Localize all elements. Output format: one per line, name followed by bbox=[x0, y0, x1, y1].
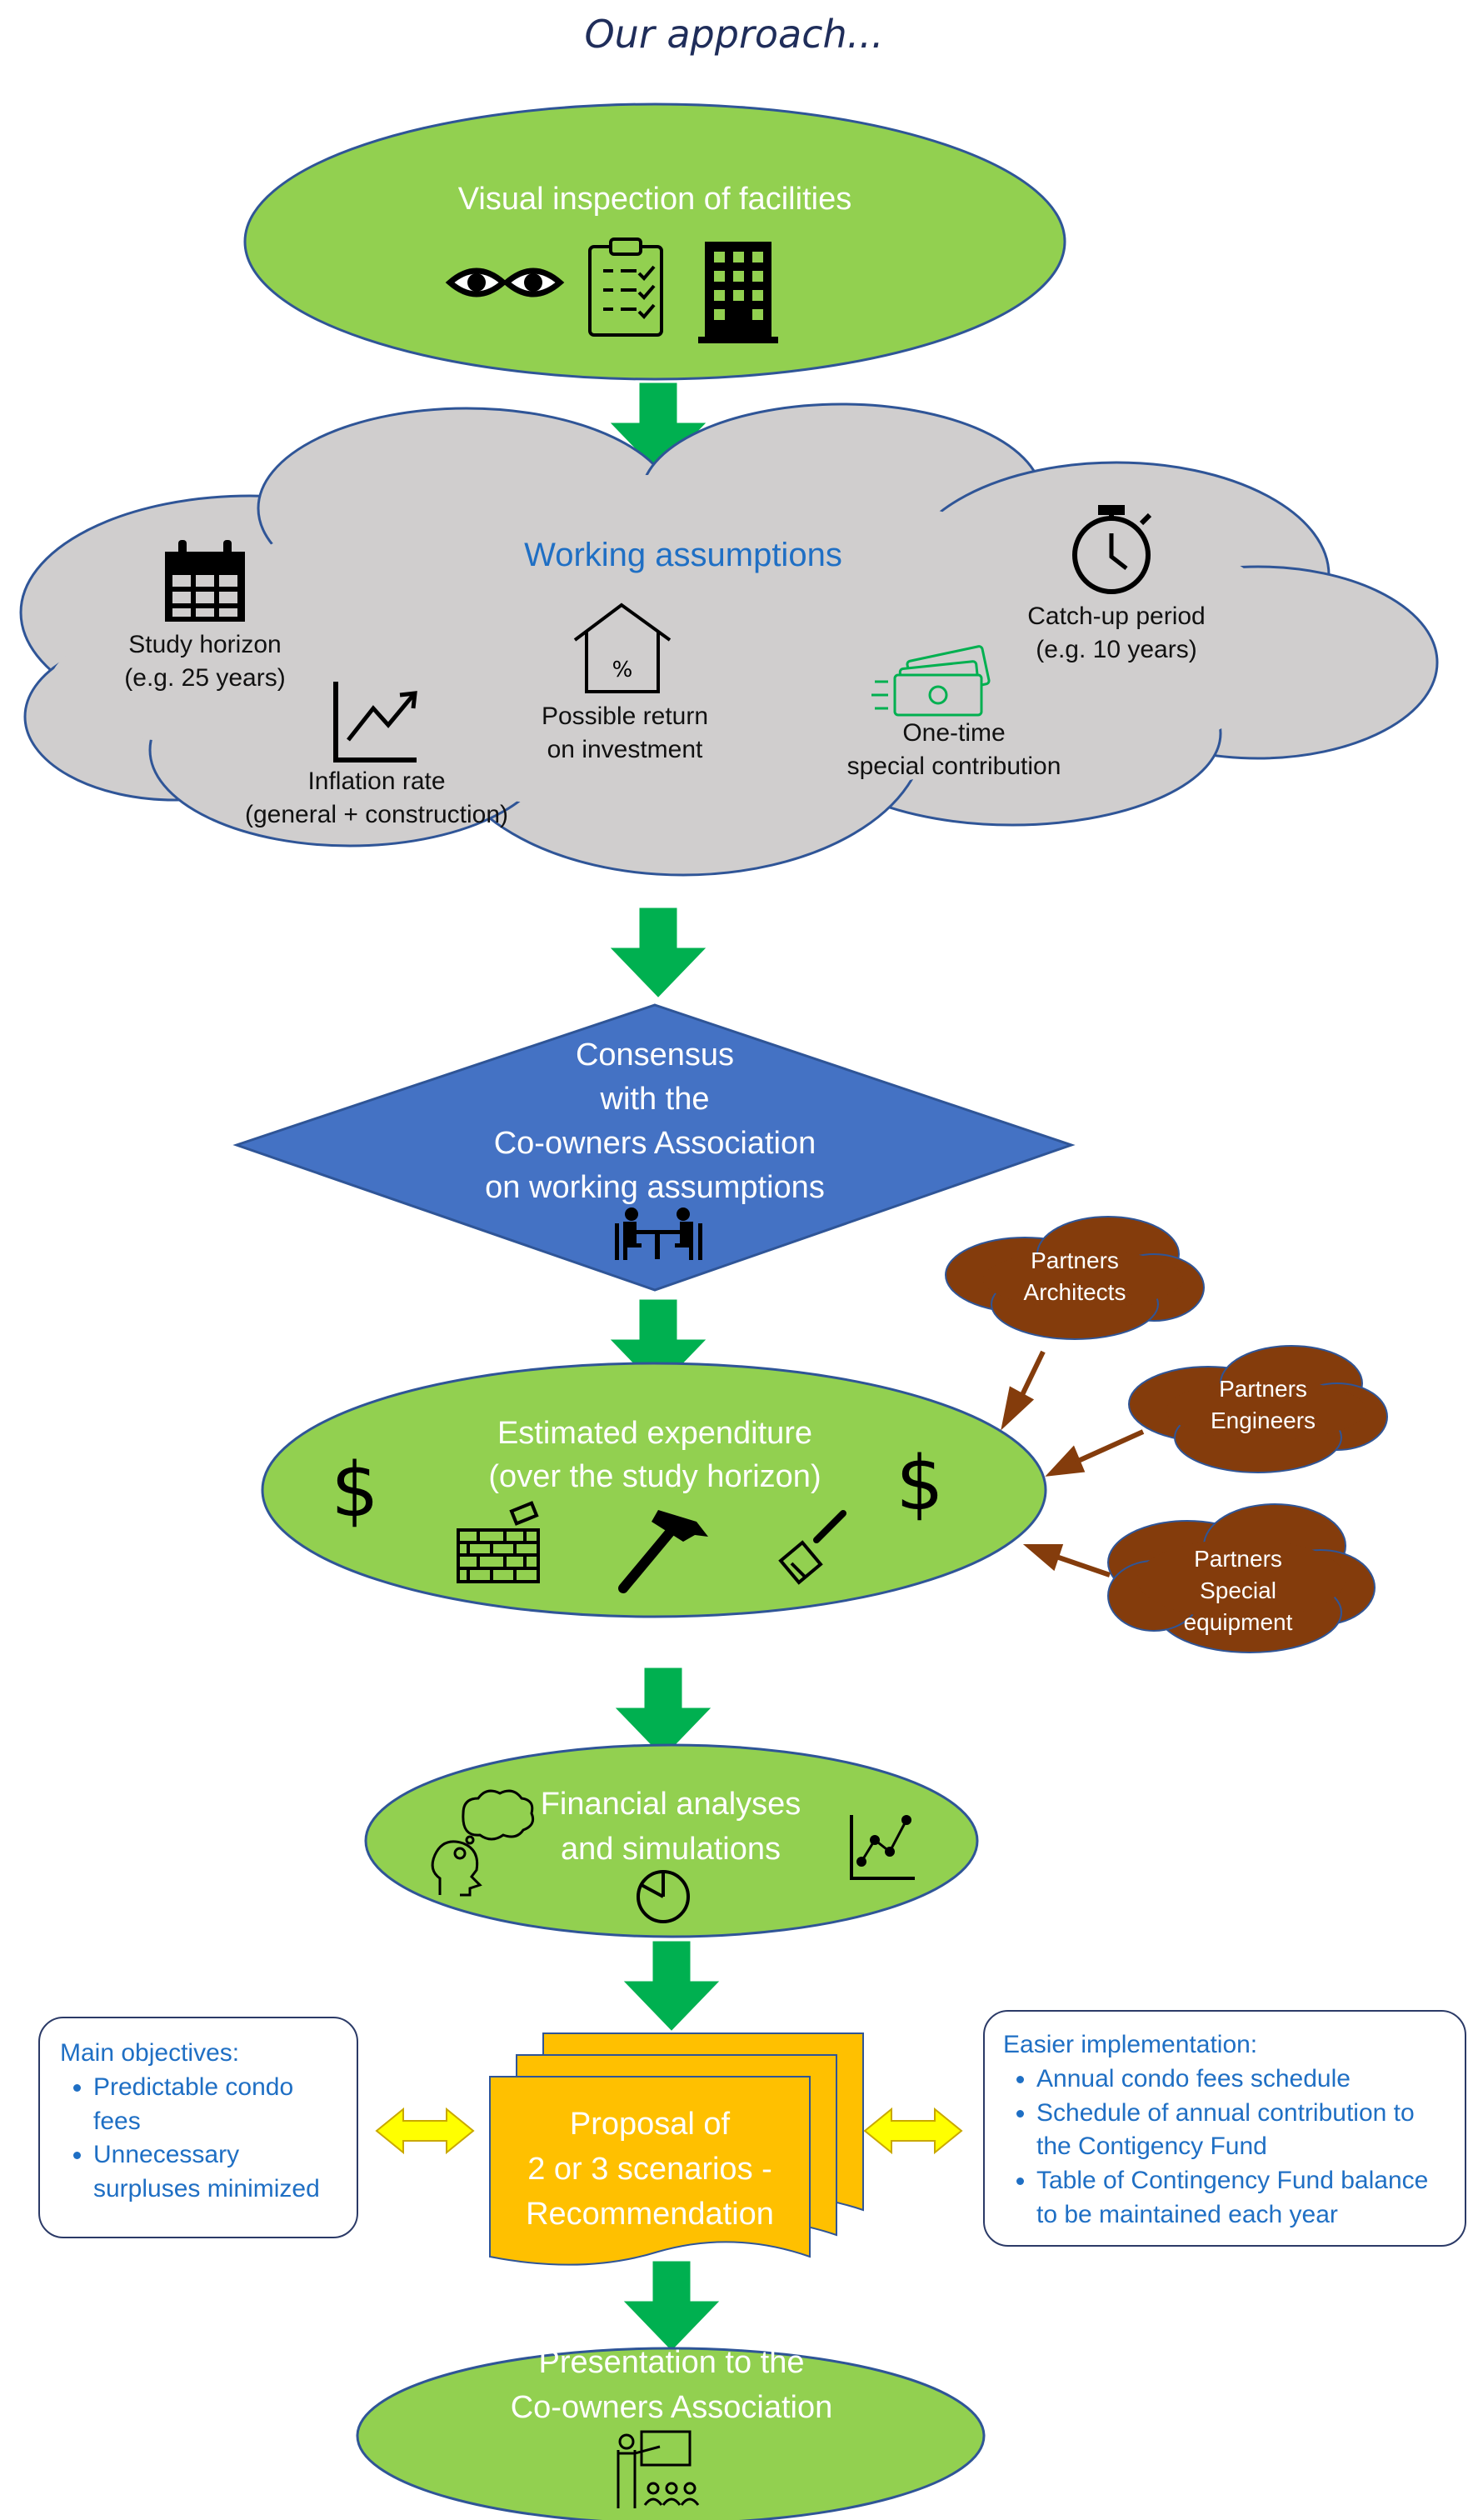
flow-arrow-5 bbox=[623, 1941, 720, 2031]
double-arrow-right bbox=[863, 2107, 963, 2155]
dollar-icon-left: $ bbox=[331, 1447, 379, 1534]
catchup-label: Catch-up period(e.g. 10 years) bbox=[1027, 602, 1206, 663]
objective-item: Predictable condo fees bbox=[93, 2071, 337, 2139]
stopwatch-icon bbox=[1072, 505, 1152, 594]
building-icon bbox=[698, 242, 778, 343]
expenditure-label: Estimated expenditure(over the study hor… bbox=[488, 1416, 821, 1494]
pie-chart-icon bbox=[637, 1870, 690, 1923]
expenditure-node bbox=[261, 1362, 1047, 1618]
implementation-item: Table of Contingency Fund balance to be … bbox=[1036, 2164, 1446, 2232]
financial-node bbox=[364, 1743, 979, 1938]
implementation-item: Annual condo fees schedule bbox=[1036, 2062, 1446, 2097]
presentation-node bbox=[356, 2347, 986, 2520]
flow-arrow-2 bbox=[610, 908, 707, 998]
double-arrow-left bbox=[375, 2107, 475, 2155]
proposal-documents bbox=[489, 2032, 864, 2266]
consensus-diamond bbox=[232, 1003, 1076, 1292]
implementation-box: Easier implementation: Annual condo fees… bbox=[983, 2010, 1466, 2247]
implementation-item: Schedule of annual contribution to the C… bbox=[1036, 2097, 1446, 2165]
assumptions-title: Working assumptions bbox=[524, 537, 842, 573]
inspection-label: Visual inspection of facilities bbox=[457, 182, 852, 217]
inflation-label: Inflation rate(general + construction) bbox=[245, 768, 508, 828]
bricks-icon bbox=[457, 1501, 540, 1583]
eyes-icon bbox=[445, 268, 565, 298]
partner-arrow-1 bbox=[1017, 1350, 1046, 1402]
meeting-icon bbox=[615, 1208, 702, 1260]
house-percent-icon: % bbox=[573, 602, 672, 693]
page-title: Our approach... bbox=[584, 12, 884, 57]
objective-item: Unnecessary surpluses minimized bbox=[93, 2138, 337, 2207]
flow-arrow-6 bbox=[623, 2261, 720, 2351]
checklist-icon bbox=[588, 238, 663, 337]
svg-text:%: % bbox=[612, 658, 633, 682]
calendar-icon bbox=[165, 540, 245, 622]
partner-arrow-2 bbox=[1075, 1429, 1145, 1464]
thinking-head-icon bbox=[431, 1789, 535, 1897]
dollar-icon-right: $ bbox=[896, 1440, 944, 1528]
objectives-heading: Main objectives: bbox=[60, 2039, 240, 2067]
flow-arrow-4 bbox=[615, 1668, 712, 1758]
implementation-heading: Easier implementation: bbox=[1003, 2031, 1258, 2058]
presenter-icon bbox=[617, 2430, 700, 2508]
paint-brush-icon bbox=[778, 1510, 846, 1585]
partner-arrow-3 bbox=[1056, 1554, 1111, 1578]
study-horizon-label: Study horizon(e.g. 25 years) bbox=[124, 631, 286, 692]
line-chart-icon bbox=[850, 1815, 915, 1880]
hammer-icon bbox=[618, 1510, 708, 1593]
inspection-node bbox=[243, 102, 1066, 381]
objectives-box: Main objectives: Predictable condo fees … bbox=[38, 2017, 358, 2238]
money-icon bbox=[871, 645, 991, 717]
growth-chart-icon bbox=[333, 682, 417, 762]
